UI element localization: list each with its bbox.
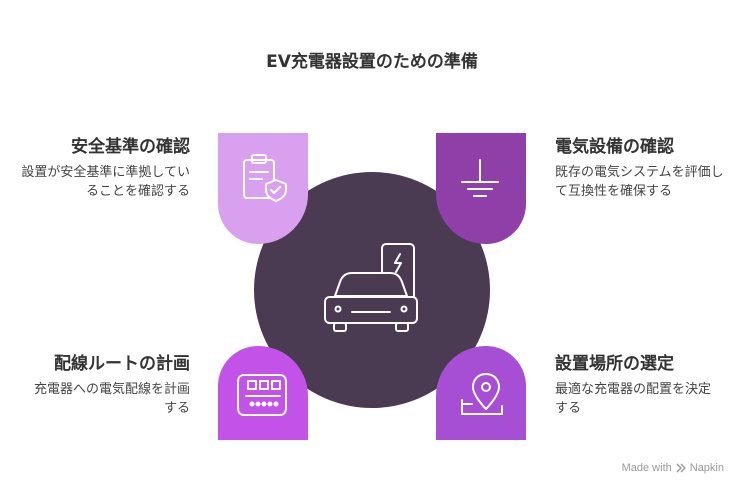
desc-safety: 設置が安全基準に準拠していることを確認する — [21, 165, 190, 199]
napkin-watermark[interactable]: Made with Napkin — [622, 462, 724, 474]
petal-wiring — [218, 346, 308, 440]
watermark-brand: Napkin — [689, 462, 724, 474]
diagram-title: EV充電器設置のための準備 — [266, 52, 478, 72]
location-pin-icon — [461, 373, 503, 415]
petal-location — [436, 346, 526, 440]
heading-safety: 安全基準の確認 — [71, 137, 190, 157]
petal-safety — [218, 133, 308, 244]
desc-location: 最適な充電器の配置を決定する — [555, 382, 712, 416]
heading-electrical: 電気設備の確認 — [555, 137, 674, 157]
napkin-logo-icon — [676, 463, 686, 473]
desc-wiring: 充電器への電気配線を計画する — [33, 382, 190, 416]
ev-car-charger-icon — [324, 243, 418, 332]
heading-wiring: 配線ルートの計画 — [54, 354, 190, 374]
ground-icon — [461, 159, 499, 197]
wiring-map-icon — [237, 374, 287, 416]
watermark-prefix: Made with — [621, 462, 672, 474]
clipboard-shield-icon — [243, 154, 287, 202]
desc-electrical: 既存の電気システムを評価して互換性を確保する — [555, 165, 724, 199]
heading-location: 設置場所の選定 — [555, 354, 674, 374]
